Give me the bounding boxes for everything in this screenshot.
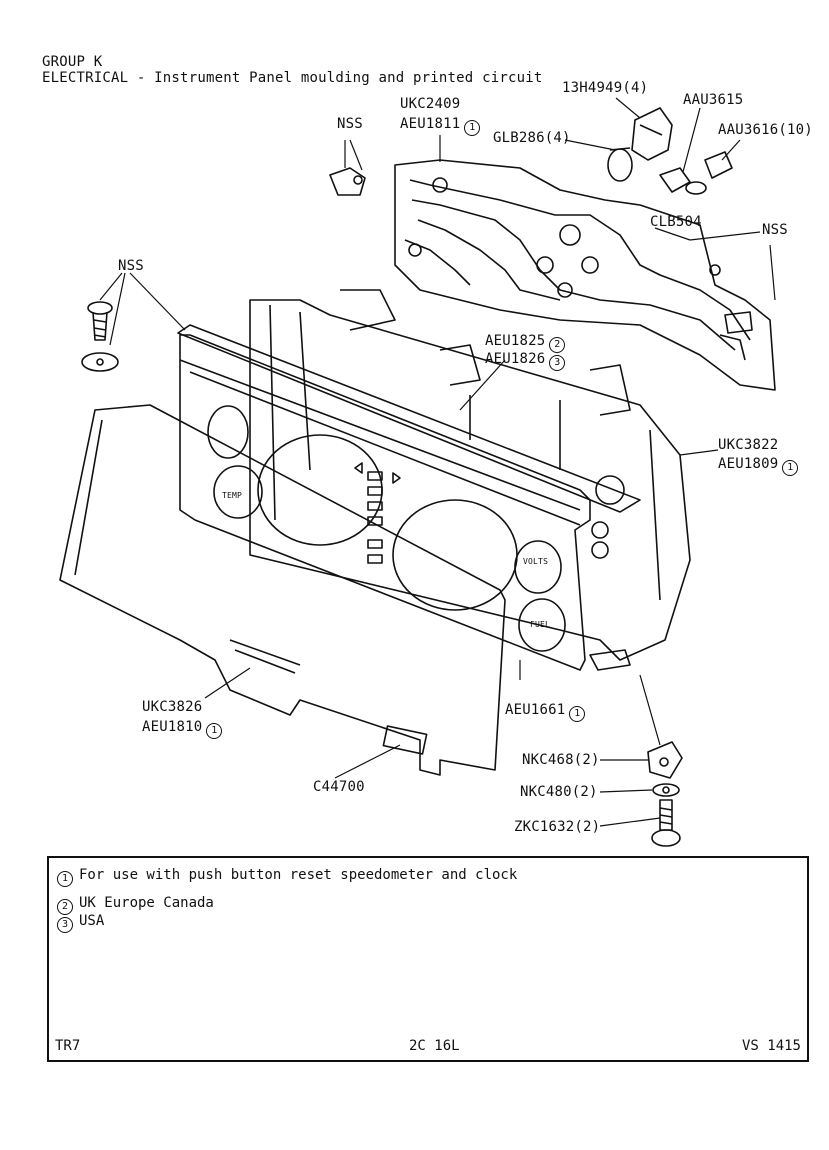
label-nss-top: NSS bbox=[337, 116, 363, 132]
bulb-holder-13h4949 bbox=[631, 107, 673, 161]
top-strip bbox=[177, 324, 641, 513]
label-13h4949: 13H4949(4) bbox=[562, 80, 649, 96]
footer-model: TR7 bbox=[55, 1038, 81, 1054]
label-aau3616: AAU3616(10) bbox=[718, 122, 813, 138]
nss-clip-top bbox=[329, 167, 366, 196]
label-aau3615: AAU3615 bbox=[683, 92, 744, 108]
gauge-label-fuel: FUEL bbox=[530, 620, 551, 629]
holder-aau3615 bbox=[659, 167, 691, 193]
exploded-diagram bbox=[59, 97, 776, 847]
page-title: ELECTRICAL - Instrument Panel moulding a… bbox=[42, 70, 543, 86]
label-clb504: CLB504 bbox=[650, 214, 702, 230]
footer-page: 2C 16L bbox=[409, 1038, 460, 1054]
label-nkc480: NKC480(2) bbox=[520, 784, 598, 800]
screw-zkc1632 bbox=[651, 799, 681, 847]
group-heading: GROUP K bbox=[42, 54, 103, 70]
printed-circuit bbox=[394, 159, 776, 391]
gauge-label-temp: TEMP bbox=[222, 491, 243, 500]
label-zkc1632: ZKC1632(2) bbox=[514, 819, 601, 835]
bottom-strip bbox=[589, 649, 631, 671]
label-c44700: C44700 bbox=[313, 779, 365, 795]
washer-nkc480 bbox=[652, 783, 680, 797]
instrument-housing bbox=[249, 289, 691, 661]
label-glb286: GLB286(4) bbox=[493, 130, 571, 146]
panel-moulding bbox=[179, 334, 591, 671]
label-ukc3822: UKC3822 bbox=[718, 437, 779, 453]
label-nss-right: NSS bbox=[762, 222, 788, 238]
footer-ref: VS 1415 bbox=[741, 1038, 801, 1054]
label-nkc468: NKC468(2) bbox=[522, 752, 600, 768]
bulb-glb286 bbox=[607, 147, 633, 182]
bulb-aau3616 bbox=[685, 151, 733, 195]
screw-left bbox=[81, 301, 119, 372]
clip-nkc468 bbox=[647, 741, 683, 779]
label-nss-left: NSS bbox=[118, 258, 144, 274]
label-ukc2409: UKC2409 bbox=[400, 96, 461, 112]
label-ukc3826: UKC3826 bbox=[142, 699, 203, 715]
lens-window bbox=[59, 404, 506, 776]
gauge-label-volts: VOLTS bbox=[523, 557, 549, 566]
